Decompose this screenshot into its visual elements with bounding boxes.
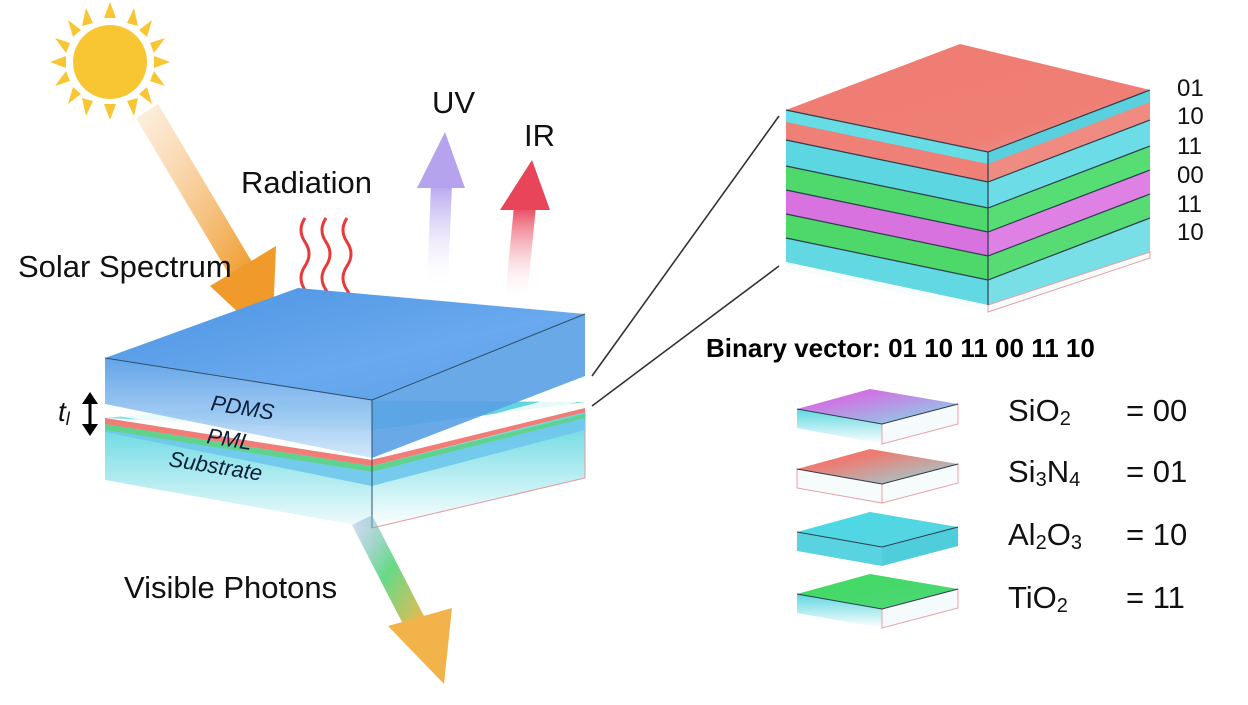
- thickness-marker: tl: [58, 392, 98, 436]
- uv-arrow: [417, 132, 465, 286]
- solar-spectrum-label: Solar Spectrum: [18, 249, 232, 284]
- thickness-label: tl: [58, 396, 71, 429]
- zoom-lines: [591, 115, 780, 407]
- stack-code: 00: [1177, 162, 1204, 189]
- device-stack: [104, 288, 586, 529]
- visible-arrow: [352, 515, 452, 684]
- legend-label-sio2: SiO2: [1008, 393, 1071, 430]
- legend-label-si3n4: Si3N4: [1008, 454, 1080, 491]
- legend-swatch-tio2: [796, 574, 959, 629]
- legend: SiO2 = 00 Si3N4 = 01 Al2O3 = 10 TiO2 = 1…: [796, 389, 1187, 629]
- visible-photons-label: Visible Photons: [124, 570, 337, 605]
- legend-swatch-sio2: [796, 389, 959, 445]
- uv-label: UV: [432, 85, 475, 120]
- pdms-front: [105, 358, 372, 458]
- ir-arrow: [500, 160, 550, 298]
- stack-code: 01: [1177, 75, 1204, 102]
- ir-label: IR: [524, 118, 555, 153]
- multilayer-stack: [785, 44, 1151, 313]
- legend-label-tio2: TiO2: [1008, 580, 1068, 617]
- stack-code: 11: [1177, 191, 1202, 218]
- stack-code: 10: [1177, 103, 1204, 130]
- legend-code-tio2: = 11: [1126, 580, 1185, 615]
- legend-code-si3n4: = 01: [1126, 454, 1187, 489]
- sun-icon: [50, 2, 170, 120]
- radiation-label: Radiation: [241, 165, 372, 200]
- legend-code-sio2: = 00: [1126, 393, 1187, 428]
- stack-code: 11: [1177, 133, 1202, 160]
- legend-swatch-si3n4: [796, 449, 959, 504]
- stack-codes: 01 10 11 00 11 10: [1177, 75, 1204, 246]
- pdms-top: [105, 288, 585, 400]
- binary-vector: Binary vector: 01 10 11 00 11 10: [706, 333, 1095, 363]
- legend-label-al2o3: Al2O3: [1008, 517, 1082, 554]
- stack-code: 10: [1177, 219, 1204, 246]
- pdms-side: [372, 314, 585, 458]
- pml-layer: [105, 408, 585, 466]
- legend-swatch-al2o3: [796, 512, 959, 566]
- legend-code-al2o3: = 10: [1126, 517, 1187, 552]
